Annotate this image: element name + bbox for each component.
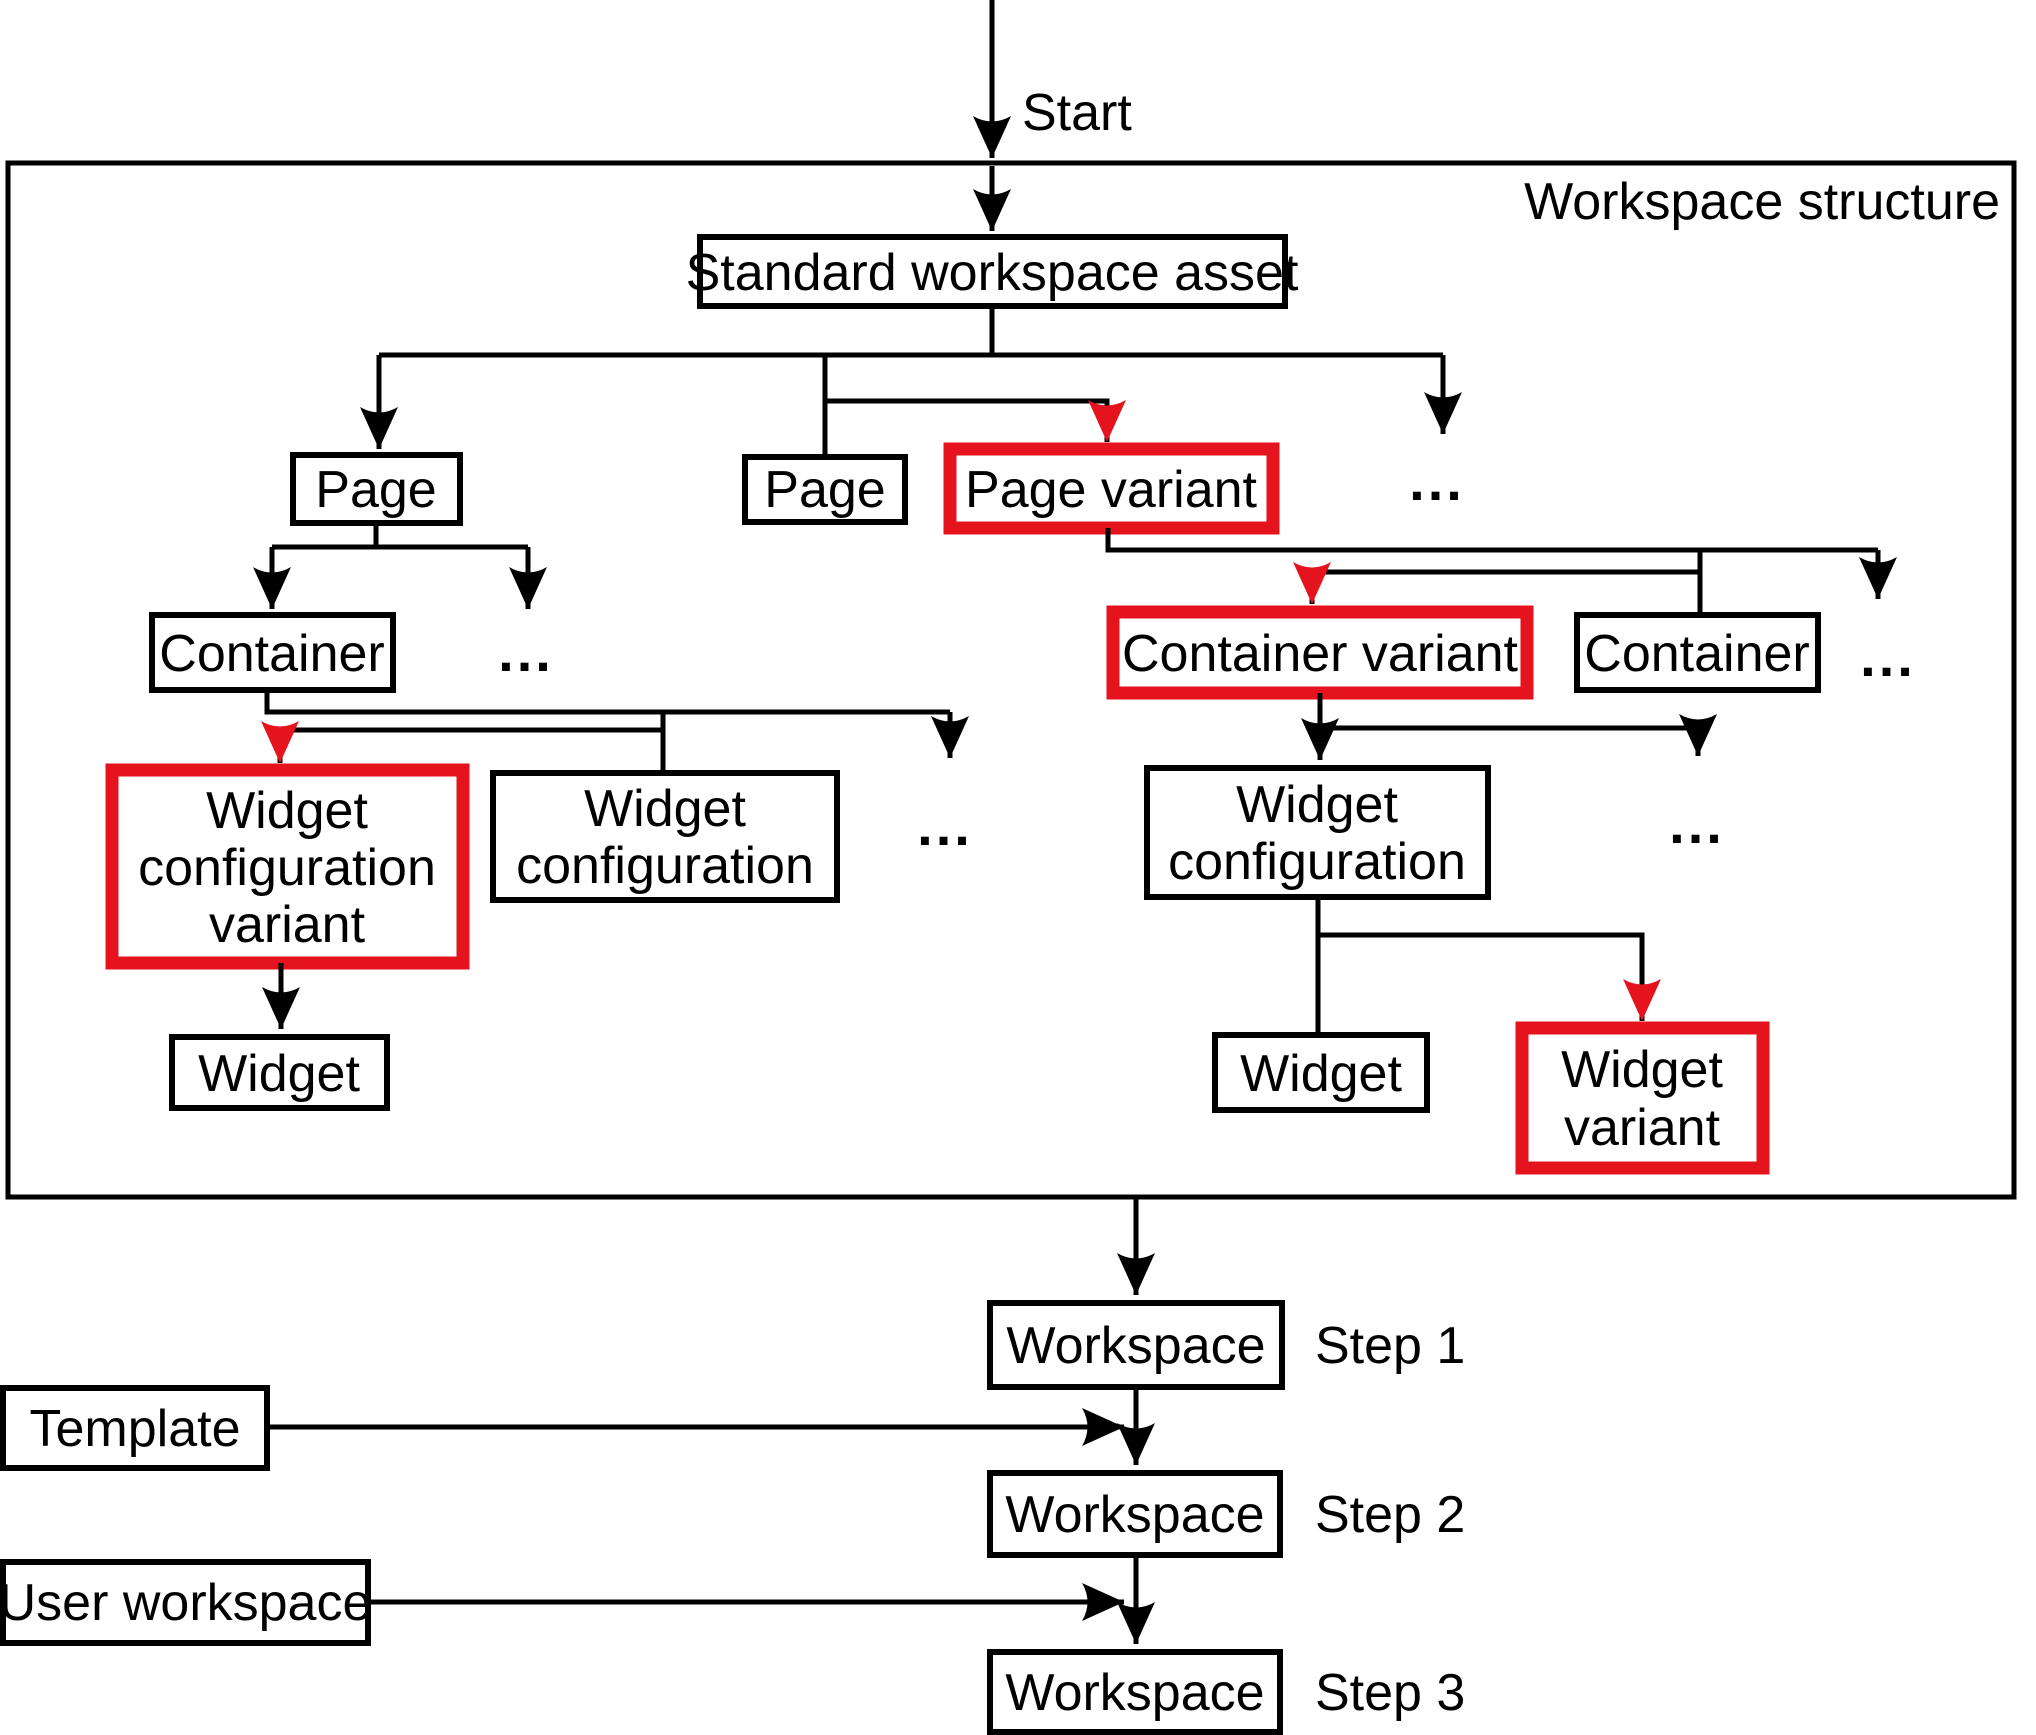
node-container-right — [1574, 612, 1821, 693]
node-container-left-label: Container — [159, 625, 384, 683]
node-widget-config-left-line1: Widget — [584, 780, 746, 838]
node-page-mid-label: Page — [764, 461, 885, 519]
node-user-workspace-label: User workspace — [0, 1574, 371, 1632]
ellipsis-branch3: ... — [917, 794, 973, 857]
edge-red-to-widget-variant — [1318, 932, 1661, 1021]
edge-branch4 — [1105, 528, 1878, 553]
start-label: Start — [1022, 84, 1132, 142]
node-page-mid — [742, 454, 908, 525]
node-page-variant — [943, 442, 1280, 535]
node-widget-config-right — [1144, 765, 1491, 900]
node-page-left-label: Page — [315, 461, 436, 519]
ellipsis-branch5: ... — [1669, 792, 1725, 855]
edge-red-to-widget-config-variant — [261, 721, 663, 763]
node-widget-config-variant — [105, 763, 470, 970]
node-container-right-label: Container — [1584, 625, 1809, 683]
node-widget-config-right-line2: configuration — [1168, 833, 1466, 891]
step2-label: Step 2 — [1315, 1486, 1465, 1544]
node-widget-config-variant-line3: variant — [209, 896, 366, 954]
node-template-label: Template — [30, 1400, 241, 1458]
node-workspace-step3 — [987, 1649, 1283, 1735]
node-template — [0, 1385, 270, 1471]
ellipsis-top-row: ... — [1409, 449, 1465, 512]
node-container-variant — [1106, 605, 1534, 700]
ellipsis-branch4: ... — [1860, 625, 1916, 688]
node-widget-config-left — [490, 770, 840, 903]
frame-title: Workspace structure — [1524, 173, 2000, 231]
node-widget-variant-line2: variant — [1564, 1099, 1721, 1157]
edge-red-to-page-variant — [825, 398, 1126, 442]
node-widget-right-label: Widget — [1240, 1045, 1402, 1103]
node-workspace-step3-label: Workspace — [1005, 1664, 1264, 1722]
node-widget-variant — [1515, 1021, 1770, 1175]
node-container-left — [149, 612, 396, 693]
edge-red-to-container-variant — [1293, 562, 1700, 604]
node-widget-config-left-line2: configuration — [516, 837, 814, 895]
node-widget-config-variant-line2: configuration — [138, 839, 436, 897]
node-workspace-step1 — [987, 1300, 1285, 1390]
node-workspace-step2-label: Workspace — [1005, 1486, 1264, 1544]
node-page-left — [290, 452, 463, 526]
workspace-structure-frame — [5, 160, 2017, 1200]
node-container-variant-label: Container variant — [1122, 625, 1519, 683]
node-widget-variant-line1: Widget — [1561, 1041, 1723, 1099]
node-widget-left — [169, 1034, 390, 1111]
node-workspace-step1-label: Workspace — [1006, 1317, 1265, 1375]
node-workspace-step2 — [987, 1470, 1283, 1558]
node-widget-config-variant-line1: Widget — [206, 782, 368, 840]
node-widget-left-label: Widget — [198, 1045, 360, 1103]
ellipsis-branch2: ... — [498, 620, 554, 683]
node-page-variant-label: Page variant — [965, 461, 1258, 519]
edge-branch3 — [264, 690, 950, 715]
step1-label: Step 1 — [1315, 1317, 1465, 1375]
node-widget-right — [1212, 1032, 1430, 1113]
node-standard-workspace-asset-label: Standard workspace asset — [686, 244, 1299, 302]
step3-label: Step 3 — [1315, 1664, 1465, 1722]
node-widget-config-right-line1: Widget — [1236, 776, 1398, 834]
node-standard-workspace-asset — [697, 234, 1288, 309]
